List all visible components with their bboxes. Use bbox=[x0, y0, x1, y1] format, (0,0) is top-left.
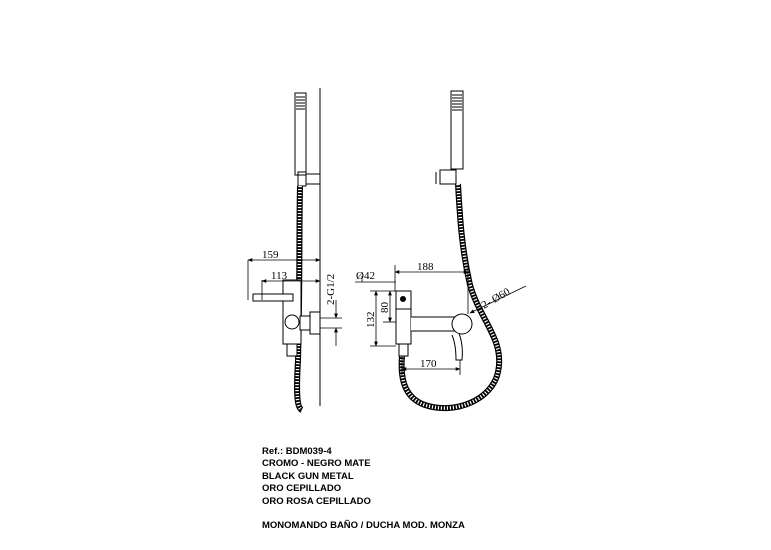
dim-thread: 2-G1/2 bbox=[325, 274, 337, 305]
shower-hose-front-outline bbox=[398, 183, 503, 412]
dim-159: 159 bbox=[262, 249, 279, 261]
hand-shower-head-front bbox=[450, 90, 464, 170]
spout-rosette bbox=[451, 313, 473, 335]
dim-188: 188 bbox=[417, 261, 434, 273]
dim-60: 2- Ø60 bbox=[480, 286, 513, 312]
side-view bbox=[247, 88, 342, 413]
finish-4: ORO ROSA CEPILLADO bbox=[262, 495, 371, 507]
dim-80: 80 bbox=[379, 302, 391, 314]
dim-113: 113 bbox=[271, 270, 288, 282]
dim-42: Ø42 bbox=[356, 270, 375, 282]
reference: Ref.: BDM039-4 bbox=[262, 446, 332, 457]
product-name: MONOMANDO BAÑO / DUCHA MOD. MONZA bbox=[262, 520, 465, 532]
product-info: Ref.: BDM039-4 CROMO - NEGRO MATE BLACK … bbox=[262, 446, 465, 532]
dim-170: 170 bbox=[420, 358, 437, 370]
shower-holder-front bbox=[439, 169, 457, 185]
shower-hose-front bbox=[399, 183, 501, 410]
wall-connection bbox=[309, 311, 321, 335]
finish-1: CROMO - NEGRO MATE bbox=[262, 458, 371, 470]
finish-3: ORO CEPILLADO bbox=[262, 483, 342, 495]
shower-holder bbox=[305, 173, 321, 185]
dim-132: 132 bbox=[365, 312, 377, 329]
mixer-body bbox=[282, 279, 302, 345]
hand-shower-head bbox=[294, 92, 307, 176]
front-view bbox=[355, 90, 527, 412]
diverter-front bbox=[398, 343, 409, 357]
diverter bbox=[286, 343, 298, 357]
mixer-body-front bbox=[395, 308, 412, 345]
spout bbox=[411, 316, 459, 332]
finish-2: BLACK GUN METAL bbox=[262, 470, 354, 482]
mixer-lever bbox=[252, 293, 294, 302]
